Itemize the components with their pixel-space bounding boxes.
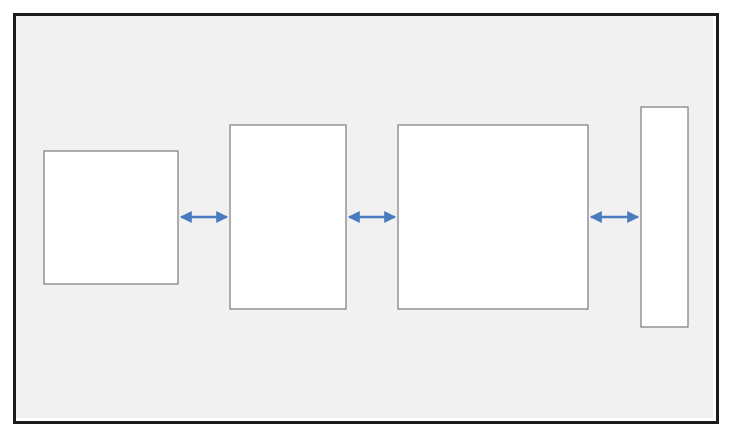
- block-2: [229, 124, 347, 310]
- block-3: [397, 124, 589, 310]
- diagram-frame: [13, 13, 719, 424]
- block-1: [43, 150, 179, 285]
- block-4: [640, 106, 689, 328]
